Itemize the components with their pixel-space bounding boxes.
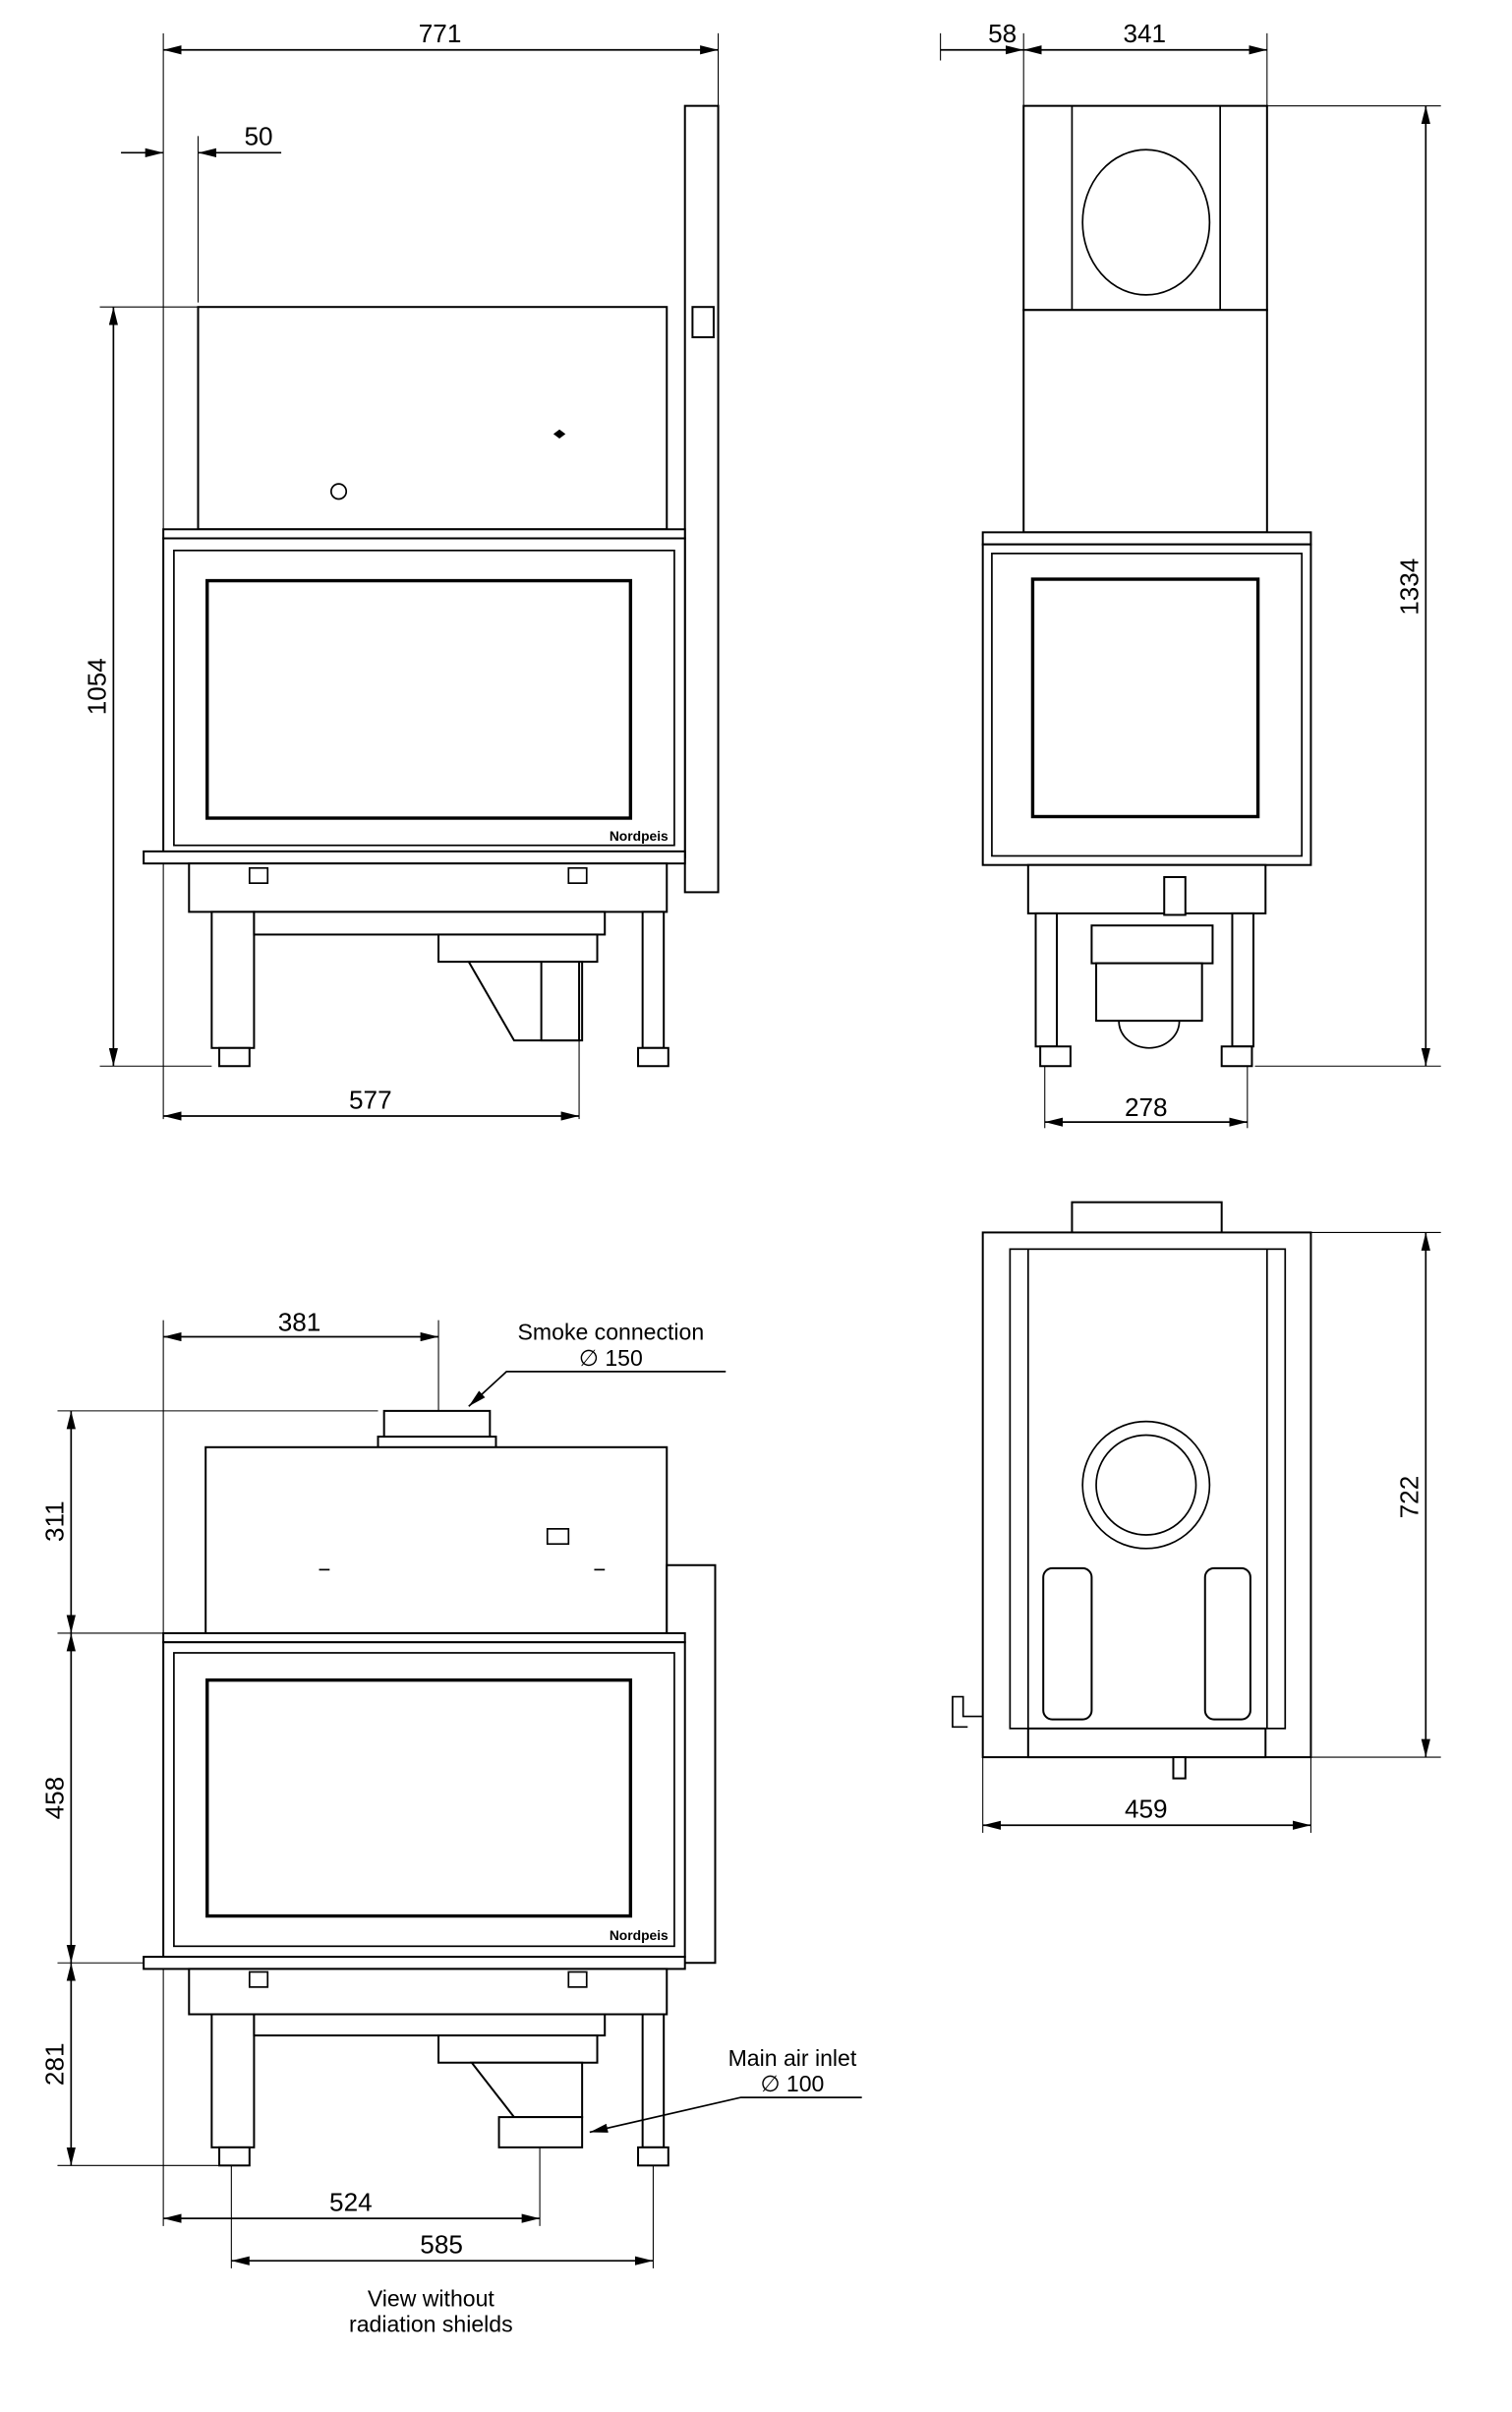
dim-offset-58: 58 — [988, 19, 1017, 48]
dim-bottom-281: 281 — [40, 2042, 70, 2086]
dim-leg-span-278: 278 — [1125, 1092, 1168, 1122]
dim-depth-722: 722 — [1395, 1476, 1425, 1519]
front-view-no-shields: 381 Smoke connection ∅ 150 311 458 281 N… — [40, 1307, 862, 2336]
air-inlet-size: ∅ 100 — [760, 2071, 824, 2096]
brand-logo: Nordpeis — [610, 1927, 669, 1943]
smoke-connection-size: ∅ 150 — [579, 1345, 643, 1371]
dim-top-311: 311 — [40, 1500, 70, 1542]
dim-leg-span-585: 585 — [420, 2230, 463, 2260]
dim-offset-50: 50 — [244, 122, 272, 151]
dim-smoke-offset-381: 381 — [278, 1307, 321, 1336]
front-view: 771 50 1054 Nordpeis — [83, 19, 720, 1121]
dim-middle-458: 458 — [40, 1777, 70, 1820]
caption-line-1: View without — [368, 2285, 495, 2311]
air-inlet-label: Main air inlet — [728, 2045, 857, 2071]
smoke-connection-label: Smoke connection — [518, 1320, 705, 1345]
dim-width-341: 341 — [1123, 19, 1166, 48]
dim-height-1334: 1334 — [1395, 559, 1425, 616]
side-view: 58 341 1334 278 — [940, 19, 1441, 1129]
brand-logo: Nordpeis — [610, 828, 669, 844]
dim-inlet-offset-524: 524 — [329, 2187, 373, 2216]
top-view: 722 459 — [952, 1201, 1441, 1833]
dim-width-459: 459 — [1125, 1794, 1168, 1824]
caption-line-2: radiation shields — [349, 2311, 513, 2336]
dim-leg-span-577: 577 — [349, 1085, 392, 1114]
dim-height-1054: 1054 — [83, 658, 112, 715]
dim-width-771: 771 — [419, 19, 462, 48]
